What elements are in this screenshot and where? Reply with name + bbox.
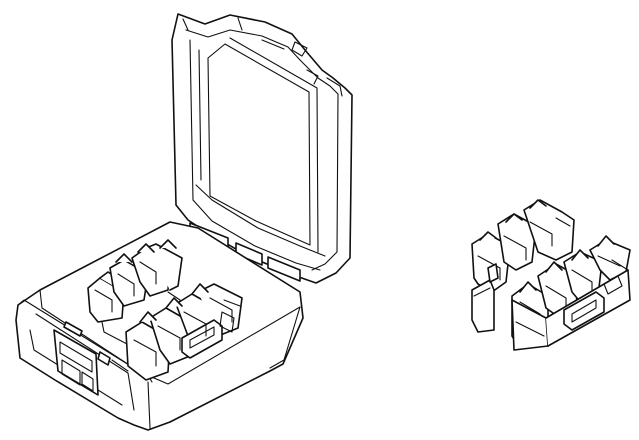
front-clip	[181, 319, 223, 359]
enclosure-box-assembly	[15, 13, 353, 431]
terminal-blocks-back-row	[87, 239, 183, 357]
terminal-blocks-front-row	[125, 283, 243, 381]
terminal-block-group-detached	[471, 199, 631, 351]
detached-back-row	[471, 199, 575, 333]
enclosure-lid	[171, 13, 353, 284]
detached-front-row	[511, 235, 631, 351]
